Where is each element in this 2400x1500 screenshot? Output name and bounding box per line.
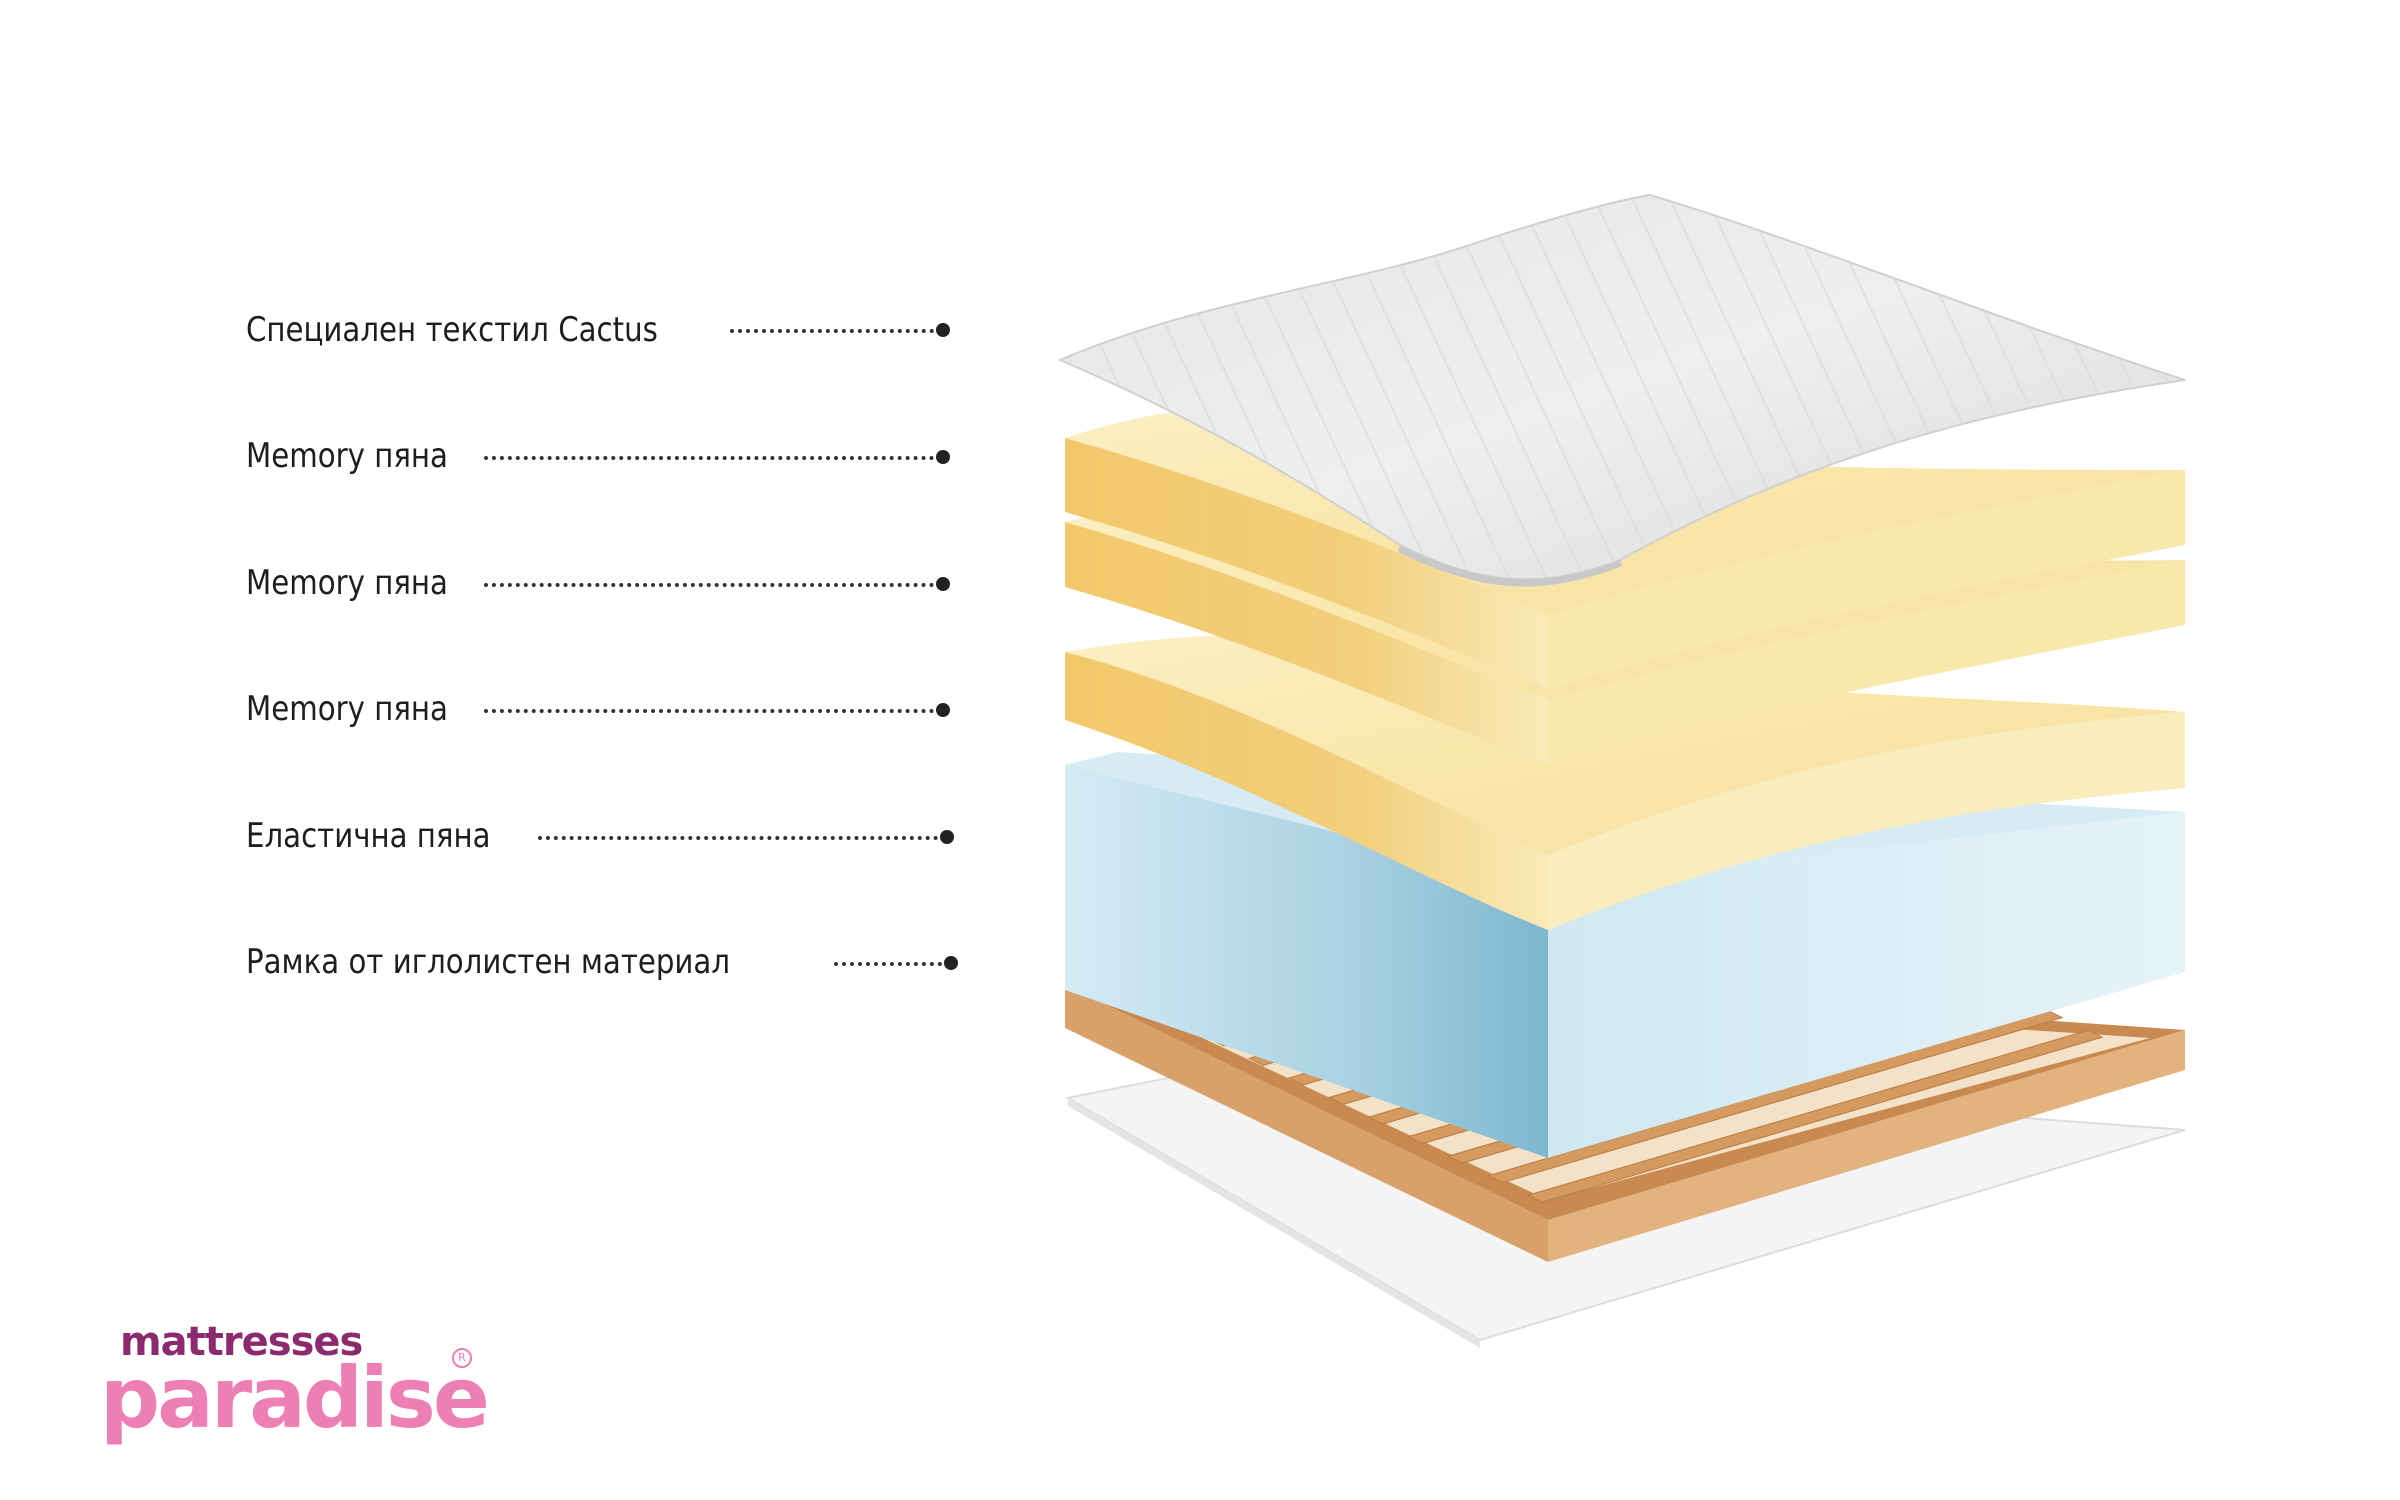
leader-line-textile xyxy=(730,329,942,333)
leader-dot-wooden-frame xyxy=(944,956,958,970)
leader-dot-memory-foam-3 xyxy=(936,703,950,717)
layer-label-memory-foam-1: Memory пяна xyxy=(246,436,448,476)
leader-dot-memory-foam-2 xyxy=(936,577,950,591)
leader-dot-textile xyxy=(936,323,950,337)
layer-label-textile: Специален текстил Cactus xyxy=(246,310,658,350)
memory-foam-layer-3 xyxy=(1065,633,2185,930)
layer-label-elastic-foam: Еластична пяна xyxy=(246,816,491,856)
cactus-textile-cover xyxy=(1057,193,2186,587)
layer-label-memory-foam-3: Memory пяна xyxy=(246,689,448,729)
leader-dot-memory-foam-1 xyxy=(936,450,950,464)
leader-dot-elastic-foam xyxy=(940,830,954,844)
layer-label-memory-foam-2: Memory пяна xyxy=(246,563,448,603)
registered-mark-icon: R xyxy=(452,1348,472,1368)
leader-line-memory-foam-3 xyxy=(484,709,942,713)
brand-logo: mattresses paradise R xyxy=(100,1320,520,1460)
leader-line-wooden-frame xyxy=(834,962,950,966)
frame-slat xyxy=(1526,1029,2104,1203)
logo-main-text: paradise xyxy=(100,1349,490,1447)
leader-line-elastic-foam xyxy=(538,836,946,840)
leader-line-memory-foam-1 xyxy=(484,456,942,460)
logo-top-text: mattresses xyxy=(120,1319,363,1365)
leader-line-memory-foam-2 xyxy=(484,583,942,587)
layer-label-wooden-frame: Рамка от иглолистен материал xyxy=(246,942,731,982)
